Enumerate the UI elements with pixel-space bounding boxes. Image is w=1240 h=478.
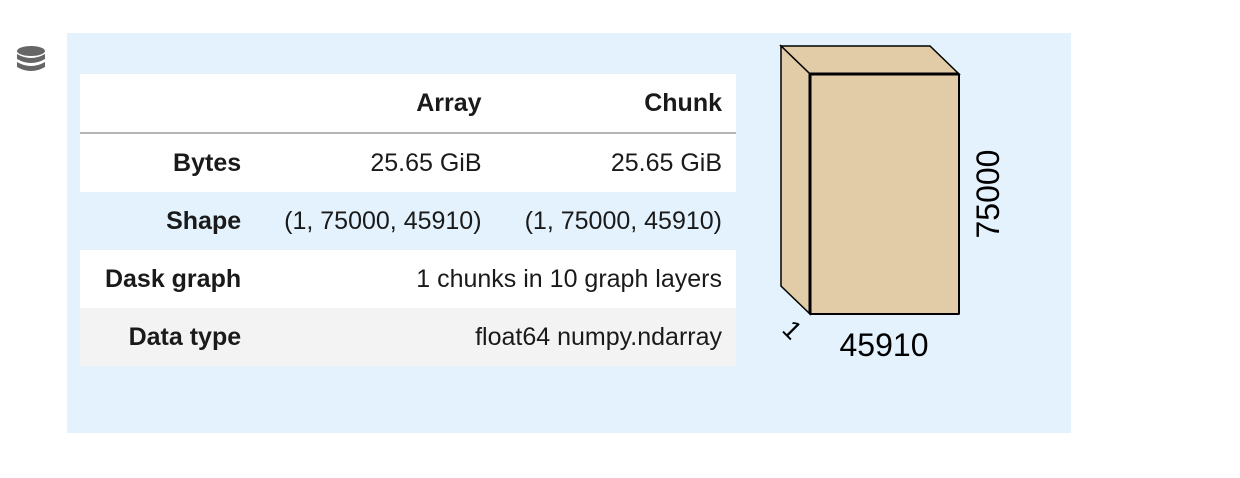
bytes-array-value: 25.65 GiB [255, 133, 496, 192]
database-icon [17, 46, 45, 71]
row-label-shape: Shape [80, 192, 256, 250]
table-row-shape: Shape (1, 75000, 45910) (1, 75000, 45910… [80, 192, 736, 250]
data-type-value: float64 numpy.ndarray [255, 308, 736, 366]
cube-top-face [779, 45, 961, 75]
dim-depth-label: 1 [777, 314, 808, 345]
header-chunk: Chunk [495, 74, 736, 134]
bytes-chunk-value: 25.65 GiB [495, 133, 736, 192]
dask-graph-value: 1 chunks in 10 graph layers [255, 250, 736, 308]
row-label-bytes: Bytes [80, 133, 256, 192]
row-label-dask-graph: Dask graph [80, 250, 256, 308]
table-header-row: Array Chunk [80, 74, 736, 134]
row-label-data-type: Data type [80, 308, 256, 366]
chunk-visualization: 1 45910 75000 [777, 44, 1006, 363]
header-array: Array [255, 74, 496, 134]
shape-array-value: (1, 75000, 45910) [255, 192, 496, 250]
table-row-dask-graph: Dask graph 1 chunks in 10 graph layers [80, 250, 736, 308]
array-info-table: Array Chunk Bytes 25.65 GiB 25.65 GiB Sh… [80, 74, 736, 366]
cube-side-face [780, 44, 811, 316]
shape-chunk-value: (1, 75000, 45910) [495, 192, 736, 250]
table-row-bytes: Bytes 25.65 GiB 25.65 GiB [80, 133, 736, 192]
dim-height-label: 75000 [970, 150, 1006, 239]
cube-front-face [809, 73, 960, 315]
table-row-data-type: Data type float64 numpy.ndarray [80, 308, 736, 366]
header-corner [80, 74, 256, 134]
dim-width-label: 45910 [840, 327, 929, 363]
